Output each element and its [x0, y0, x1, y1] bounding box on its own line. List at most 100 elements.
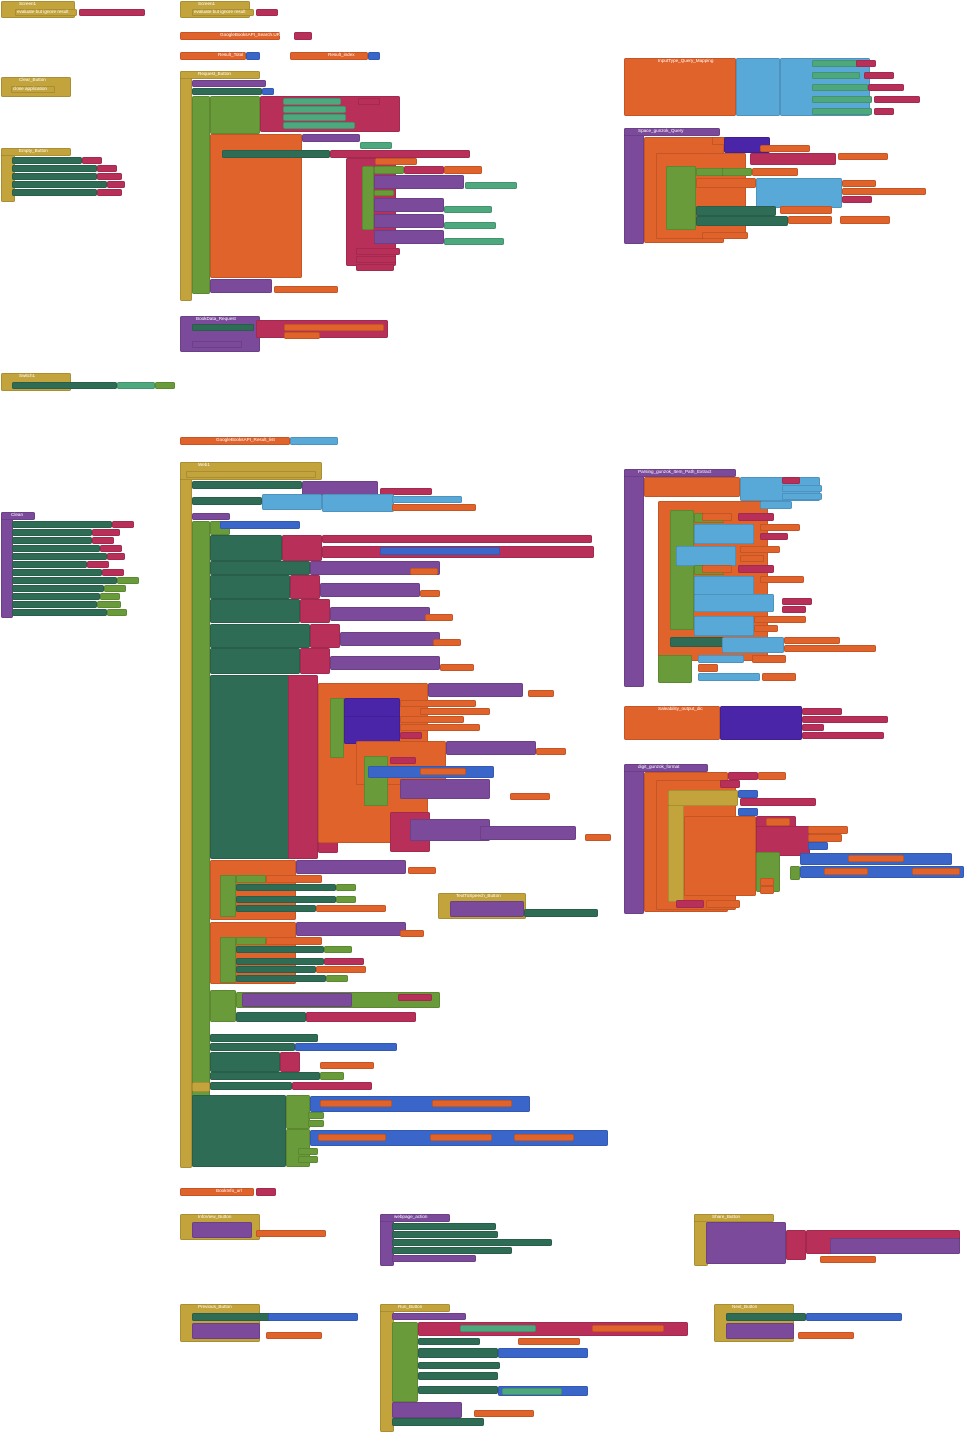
code-block[interactable]: [676, 900, 704, 908]
code-block[interactable]: [308, 1112, 324, 1119]
code-block[interactable]: [760, 501, 792, 509]
code-block[interactable]: [210, 1034, 318, 1042]
code-block[interactable]: [400, 700, 476, 707]
code-block[interactable]: [418, 1372, 498, 1380]
init-local-basic-query[interactable]: [210, 134, 302, 278]
code-block[interactable]: [360, 142, 392, 149]
code-block[interactable]: [758, 772, 786, 780]
code-block[interactable]: [192, 1313, 272, 1321]
code-block[interactable]: [812, 96, 872, 103]
code-block[interactable]: Request_Button: [180, 71, 260, 79]
proc-space-query[interactable]: [624, 128, 644, 244]
code-block[interactable]: [440, 664, 474, 671]
code-block[interactable]: [318, 1134, 386, 1141]
set-block[interactable]: [12, 577, 117, 584]
code-block[interactable]: [790, 866, 800, 880]
code-block[interactable]: [754, 625, 778, 632]
code-block[interactable]: [236, 966, 316, 973]
code-block[interactable]: [192, 1095, 286, 1167]
code-block[interactable]: [192, 1222, 252, 1238]
code-block[interactable]: [236, 958, 324, 965]
code-block[interactable]: [762, 673, 796, 681]
code-block[interactable]: Space_gunzok_Query: [624, 128, 720, 136]
text-block[interactable]: [79, 9, 145, 16]
code-block[interactable]: [726, 1323, 794, 1339]
code-block[interactable]: [444, 206, 492, 213]
code-block[interactable]: [316, 966, 366, 973]
code-block[interactable]: [374, 166, 404, 174]
code-block[interactable]: [155, 382, 175, 389]
code-block[interactable]: [220, 875, 236, 917]
global-saleability-dic[interactable]: Saleability_output_dic: [624, 706, 720, 740]
code-block[interactable]: [210, 675, 290, 859]
code-block[interactable]: [322, 535, 592, 543]
code-block[interactable]: [420, 768, 466, 775]
code-block[interactable]: [192, 513, 230, 520]
code-block[interactable]: [808, 826, 848, 834]
set-block[interactable]: [12, 537, 92, 544]
code-block[interactable]: [336, 884, 356, 891]
code-block[interactable]: [392, 1322, 418, 1402]
code-block[interactable]: [786, 1230, 806, 1260]
code-block[interactable]: [380, 488, 432, 495]
code-block[interactable]: [420, 708, 490, 715]
code-block[interactable]: [820, 1256, 876, 1263]
code-block[interactable]: [210, 648, 300, 674]
code-block[interactable]: [706, 900, 740, 908]
code-block[interactable]: [302, 481, 378, 497]
code-block[interactable]: [295, 1043, 397, 1051]
code-block[interactable]: [290, 437, 338, 445]
code-block[interactable]: [236, 1012, 306, 1022]
code-block[interactable]: [390, 757, 416, 764]
code-block[interactable]: [102, 569, 124, 576]
code-block[interactable]: [210, 1082, 292, 1090]
code-block[interactable]: [300, 648, 330, 674]
code-block[interactable]: [868, 84, 904, 91]
set-block[interactable]: [12, 561, 87, 568]
global-search-url[interactable]: GoogleBooksAPI_Search.URL: [180, 32, 283, 40]
code-block[interactable]: [283, 98, 341, 105]
code-block[interactable]: [802, 724, 824, 731]
code-block[interactable]: [808, 842, 828, 850]
code-block[interactable]: [788, 216, 832, 224]
code-block[interactable]: [288, 675, 318, 859]
code-block[interactable]: [364, 756, 388, 806]
code-block[interactable]: [284, 324, 384, 331]
code-block[interactable]: [736, 58, 780, 116]
code-block[interactable]: [210, 561, 310, 575]
set-block[interactable]: [12, 585, 104, 592]
block-request-click[interactable]: [180, 71, 192, 301]
code-block[interactable]: [344, 698, 400, 718]
code-block[interactable]: [740, 546, 780, 553]
code-block[interactable]: [698, 664, 718, 672]
code-block[interactable]: [670, 637, 740, 647]
code-block[interactable]: [433, 639, 461, 646]
code-block[interactable]: [864, 72, 894, 79]
code-block[interactable]: [392, 1231, 498, 1238]
code-block[interactable]: [425, 614, 453, 621]
code-block[interactable]: [392, 1402, 462, 1418]
code-block[interactable]: [812, 108, 872, 115]
code-block[interactable]: [784, 645, 876, 652]
code-block[interactable]: [107, 609, 127, 616]
code-block[interactable]: [420, 590, 440, 597]
code-block[interactable]: [117, 577, 139, 584]
code-block[interactable]: [782, 606, 806, 613]
code-block[interactable]: [720, 780, 740, 788]
set-block[interactable]: [12, 569, 102, 576]
set-block[interactable]: [12, 189, 97, 196]
code-block[interactable]: [842, 188, 926, 195]
code-block[interactable]: [728, 772, 758, 780]
code-block[interactable]: [298, 1148, 318, 1155]
code-block[interactable]: [236, 975, 326, 982]
code-block[interactable]: [444, 222, 496, 229]
code-block[interactable]: [782, 493, 822, 500]
code-block[interactable]: Empty_Button: [1, 148, 71, 156]
code-block[interactable]: [210, 599, 300, 623]
code-block[interactable]: [356, 248, 400, 255]
code-block[interactable]: [392, 1255, 476, 1262]
code-block[interactable]: [92, 529, 120, 536]
code-block[interactable]: [524, 909, 598, 917]
code-block[interactable]: [300, 599, 330, 623]
code-block[interactable]: [192, 88, 262, 95]
